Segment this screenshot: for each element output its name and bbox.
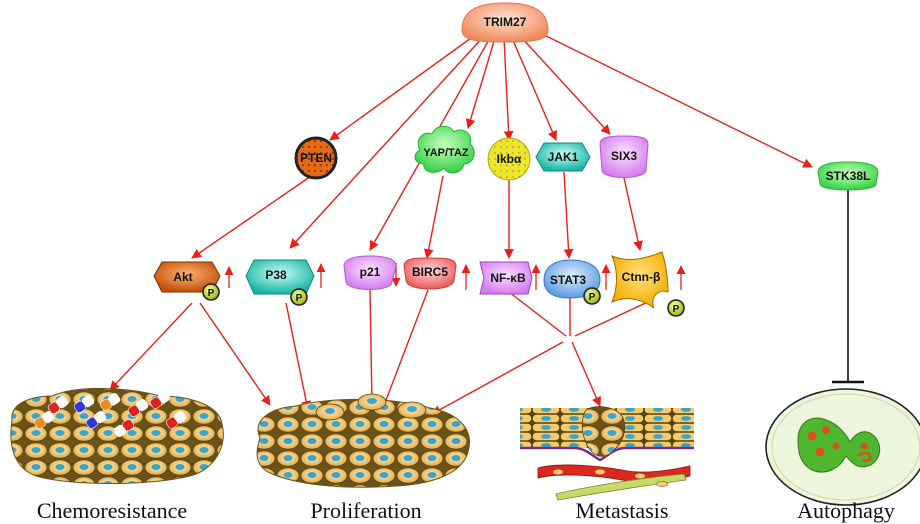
- arrow-trim27-pten: [329, 32, 479, 141]
- arrow-nfkb-junction: [508, 291, 567, 337]
- ctnnb-node: Ctnn-β: [611, 251, 669, 309]
- stk38l-node: STK38L: [817, 161, 879, 191]
- svg-text:P: P: [589, 292, 596, 303]
- arrow-junction-proliferation: [431, 341, 564, 415]
- p21-label: p21: [360, 265, 381, 279]
- stk38l-label: STK38L: [826, 169, 871, 183]
- phospho-badge-p38: P: [290, 288, 308, 306]
- trim27-node: TRIM27: [461, 2, 549, 43]
- chemoresistance-illustration: [10, 387, 224, 484]
- jak1-node: JAK1: [535, 142, 591, 172]
- arrow-junction-metastasis: [571, 341, 601, 407]
- arrow-trim27-stk38l: [533, 29, 813, 168]
- outcome-arrows: [109, 289, 653, 415]
- arrow-trim27-jak1: [511, 37, 558, 141]
- phospho-badge-stat3: P: [583, 287, 601, 305]
- p38-label: P38: [265, 268, 287, 282]
- arrow-trim27-p38: [289, 35, 485, 249]
- p38-node: P38: [245, 259, 315, 295]
- proliferation-illustration: [256, 393, 470, 488]
- mediator-arrows: [191, 171, 643, 259]
- svg-text:P: P: [673, 304, 680, 315]
- svg-text:P: P: [208, 288, 215, 299]
- arrow-akt-chemoresistance: [109, 302, 193, 391]
- stat3-node: STAT3: [543, 259, 601, 299]
- chemoresistance-label: Chemoresistance: [37, 498, 187, 523]
- birc5-node: BIRC5: [403, 257, 457, 290]
- arrow-ctnnb-junction: [574, 299, 653, 337]
- ctnnb-label: Ctnn-β: [622, 270, 661, 284]
- yaptaz-node: YAP/TAZ: [414, 125, 475, 174]
- arrow-trim27-yaptaz: [465, 37, 496, 129]
- arrow-birc5-proliferation: [381, 289, 429, 409]
- arrow-yaptaz-birc5: [423, 175, 444, 259]
- yaptaz-label: YAP/TAZ: [423, 147, 469, 159]
- arrow-trim27-six3: [519, 35, 611, 135]
- inhibition-stk38l-autophagy: [832, 190, 864, 384]
- arrow-p21-proliferation: [366, 289, 377, 406]
- trim27-label: TRIM27: [484, 15, 527, 29]
- arrow-six3-ctnnb: [623, 177, 643, 251]
- nfkb-label: NF-κB: [490, 271, 526, 285]
- arrow-trim27-ikba: [503, 37, 514, 141]
- jak1-label: JAK1: [548, 150, 579, 164]
- stat3-label: STAT3: [550, 273, 587, 287]
- svg-text:P: P: [296, 293, 303, 304]
- metastasis-illustration: [520, 406, 694, 501]
- ikba-label: Ikbα: [497, 152, 522, 166]
- p21-node: p21: [343, 255, 397, 290]
- birc5-label: BIRC5: [412, 265, 448, 279]
- pten-node: PTEN: [294, 136, 338, 180]
- autophagy-illustration: [765, 388, 920, 506]
- phospho-badge-ctnnb: P: [667, 299, 685, 317]
- arrow-jak1-stat3: [563, 171, 574, 259]
- proliferation-label: Proliferation: [310, 498, 421, 523]
- drug-capsules: [33, 391, 187, 437]
- metastasis-label: Metastasis: [576, 498, 669, 523]
- ikba-node: Ikbα: [487, 137, 531, 181]
- autophagy-label: Autophagy: [797, 498, 895, 523]
- phospho-badge-akt: P: [202, 283, 220, 301]
- six3-label: SIX3: [611, 149, 637, 163]
- arrow-akt-proliferation: [199, 302, 271, 406]
- arrow-p38-proliferation: [285, 302, 312, 411]
- arrow-pten-akt: [191, 173, 315, 259]
- hub-arrows: [289, 29, 813, 251]
- nfkb-node: NF-κB: [479, 261, 533, 295]
- akt-label: Akt: [173, 270, 192, 284]
- pten-label: PTEN: [300, 151, 332, 165]
- six3-node: SIX3: [599, 135, 649, 178]
